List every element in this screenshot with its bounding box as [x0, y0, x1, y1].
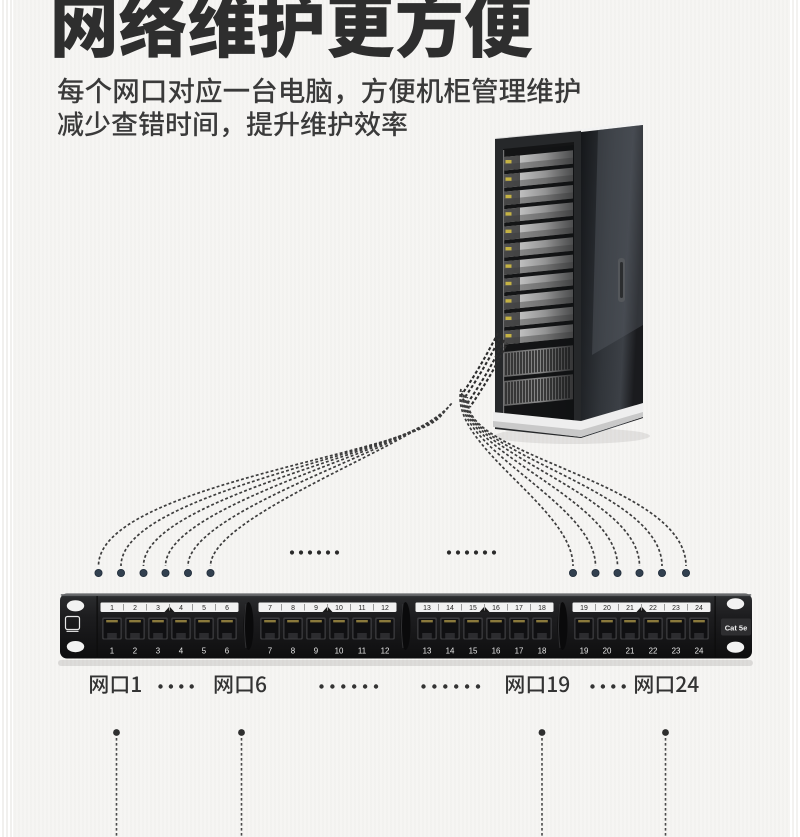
svg-text:18: 18 — [538, 647, 547, 656]
svg-text:21: 21 — [626, 647, 635, 656]
svg-text:6: 6 — [225, 605, 229, 612]
svg-text:15: 15 — [469, 605, 477, 612]
svg-text:23: 23 — [672, 647, 681, 656]
svg-text:10: 10 — [335, 605, 343, 612]
svg-text:21: 21 — [626, 605, 634, 612]
svg-text:5: 5 — [202, 605, 206, 612]
svg-text:1: 1 — [110, 647, 114, 656]
svg-text:11: 11 — [358, 605, 365, 612]
svg-text:9: 9 — [314, 647, 319, 656]
svg-text:13: 13 — [423, 647, 432, 656]
svg-text:6: 6 — [225, 647, 230, 656]
svg-text:12: 12 — [381, 605, 389, 612]
svg-text:8: 8 — [291, 605, 295, 612]
svg-text:24: 24 — [695, 605, 703, 612]
svg-text:4: 4 — [179, 605, 183, 612]
svg-text:11: 11 — [358, 647, 366, 656]
svg-text:3: 3 — [156, 605, 160, 612]
svg-text:16: 16 — [492, 647, 501, 656]
svg-text:17: 17 — [515, 647, 524, 656]
svg-text:24: 24 — [695, 647, 704, 656]
svg-text:19: 19 — [580, 605, 588, 612]
svg-text:3: 3 — [156, 647, 161, 656]
svg-text:5: 5 — [202, 647, 207, 656]
svg-text:14: 14 — [446, 605, 454, 612]
svg-text:7: 7 — [268, 647, 272, 656]
svg-text:19: 19 — [580, 647, 589, 656]
svg-text:4: 4 — [179, 647, 184, 656]
svg-text:Cat 5e: Cat 5e — [725, 624, 748, 633]
svg-text:15: 15 — [469, 647, 478, 656]
svg-text:20: 20 — [603, 605, 611, 612]
svg-text:18: 18 — [538, 605, 546, 612]
svg-text:23: 23 — [672, 605, 680, 612]
svg-text:13: 13 — [423, 605, 431, 612]
svg-text:9: 9 — [314, 605, 318, 612]
svg-text:14: 14 — [446, 647, 455, 656]
svg-text:1: 1 — [110, 605, 114, 612]
svg-text:22: 22 — [649, 605, 657, 612]
svg-text:20: 20 — [603, 647, 612, 656]
svg-text:22: 22 — [649, 647, 658, 656]
svg-text:12: 12 — [381, 647, 390, 656]
svg-text:16: 16 — [492, 605, 500, 612]
svg-text:8: 8 — [291, 647, 296, 656]
svg-text:10: 10 — [335, 647, 344, 656]
svg-text:2: 2 — [133, 605, 137, 612]
svg-text:7: 7 — [268, 605, 272, 612]
svg-text:2: 2 — [133, 647, 137, 656]
svg-text:17: 17 — [515, 605, 523, 612]
